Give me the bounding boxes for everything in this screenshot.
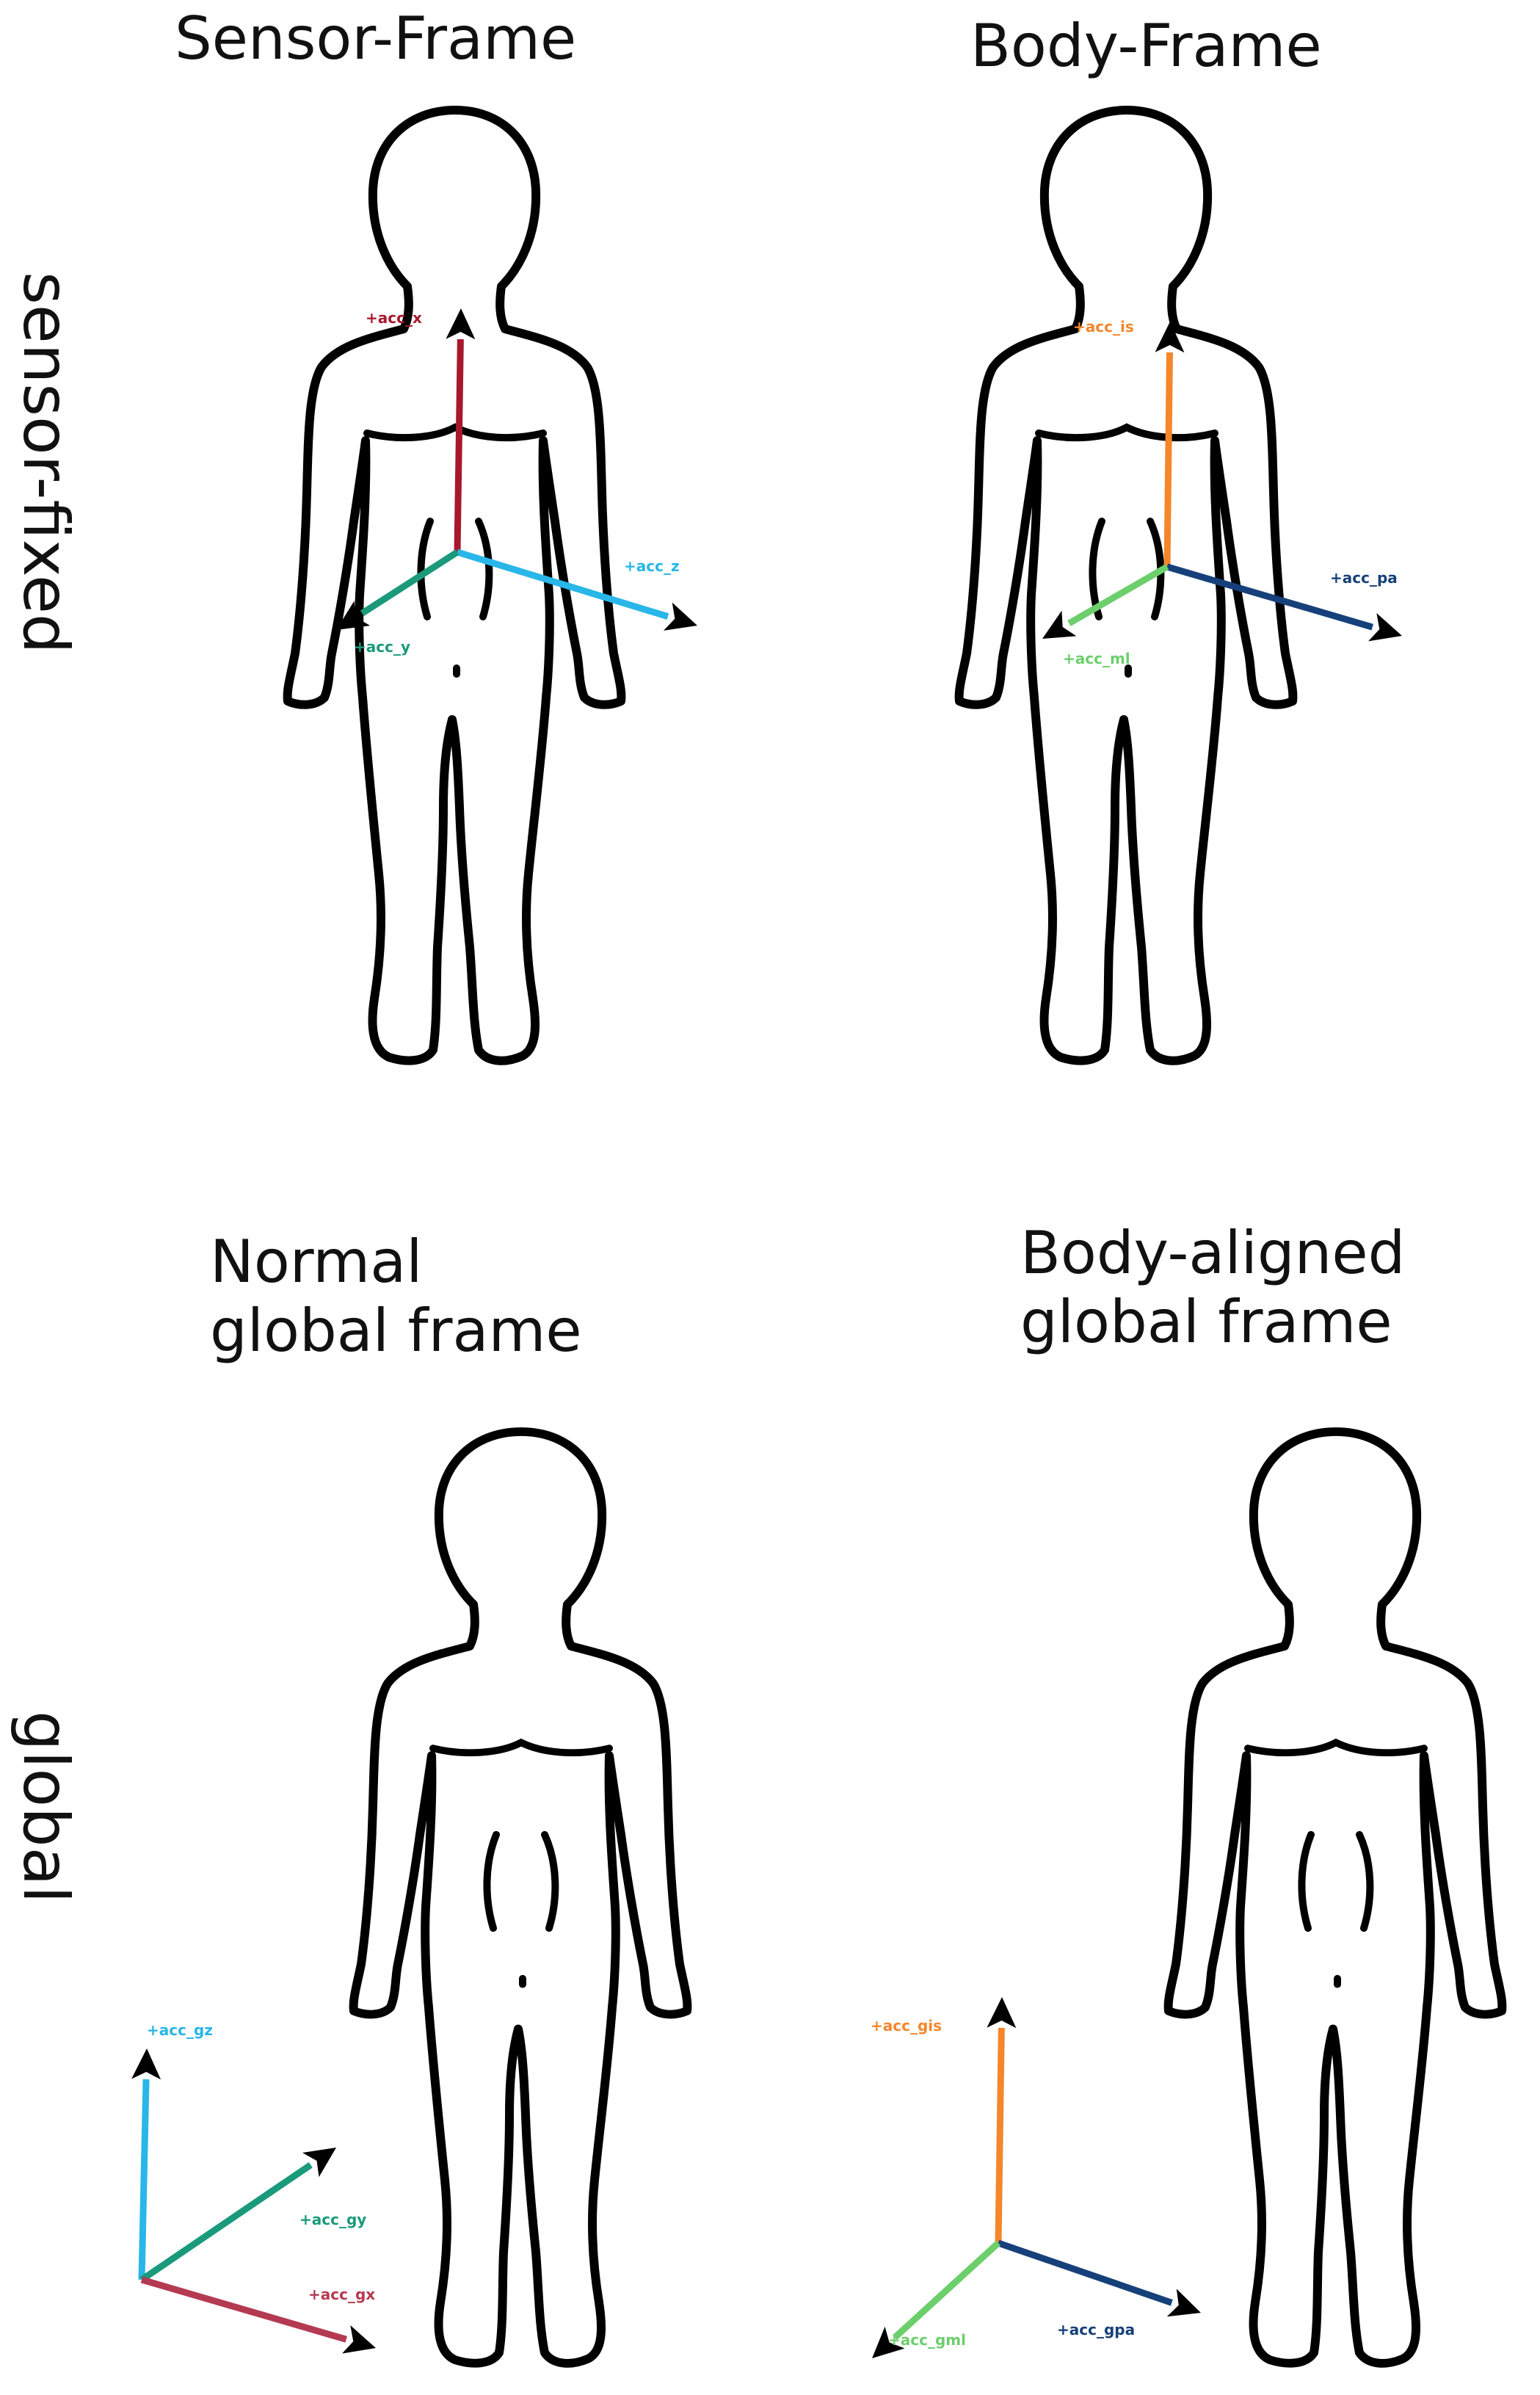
title-body-aligned-global-frame: Body-aligned global frame bbox=[1020, 1219, 1405, 1358]
title-sensor-frame: Sensor-Frame bbox=[175, 4, 577, 73]
human-silhouette-body bbox=[959, 110, 1293, 1061]
axis-acc-gml-label: +acc_gml bbox=[888, 2331, 966, 2349]
axis-acc-pa-arrow bbox=[1166, 563, 1402, 642]
axis-acc-gpa-arrow bbox=[997, 2239, 1201, 2317]
axis-acc-ml-label: +acc_ml bbox=[1063, 650, 1130, 667]
axis-acc-gy-label: +acc_gy bbox=[299, 2211, 366, 2228]
axis-acc-ml-arrow bbox=[1042, 564, 1169, 639]
title-normal-line1: Normal bbox=[210, 1228, 423, 1296]
title-body-aligned-line2: global frame bbox=[1020, 1288, 1392, 1357]
axis-acc-gpa-label: +acc_gpa bbox=[1057, 2321, 1135, 2338]
axis-acc-gis-arrow bbox=[987, 1997, 1017, 2244]
axis-acc-gx-label: +acc_gx bbox=[308, 2286, 375, 2303]
axis-acc-gis-label: +acc_gis bbox=[871, 2017, 942, 2035]
title-body-frame: Body-Frame bbox=[970, 12, 1322, 80]
human-silhouette-normal-global bbox=[354, 1432, 688, 2363]
axis-acc-x-label: +acc_x bbox=[366, 309, 422, 327]
axis-acc-gz-label: +acc_gz bbox=[147, 2021, 213, 2039]
title-normal-global-frame: Normal global frame bbox=[210, 1228, 582, 1366]
axis-acc-x-arrow bbox=[446, 308, 476, 553]
axis-acc-z-label: +acc_z bbox=[624, 557, 680, 575]
axis-acc-is-label: +acc_is bbox=[1073, 318, 1134, 336]
axis-acc-y-label: +acc_y bbox=[354, 638, 410, 656]
axis-acc-gy-arrow bbox=[139, 2148, 336, 2283]
title-normal-line2: global frame bbox=[210, 1297, 582, 1366]
axis-acc-is-arrow bbox=[1155, 322, 1185, 568]
axis-acc-y-arrow bbox=[336, 549, 460, 630]
axis-acc-gz-arrow bbox=[131, 2048, 161, 2280]
human-silhouette-body-aligned-global bbox=[1169, 1432, 1503, 2363]
axis-acc-gx-arrow bbox=[140, 2276, 376, 2354]
axes-layer: +acc_x +acc_z +acc_y +acc_is +acc_pa +acc_ml +… bbox=[131, 308, 1402, 2358]
axis-acc-pa-label: +acc_pa bbox=[1330, 569, 1398, 587]
axis-acc-z-arrow bbox=[456, 548, 697, 631]
axis-acc-gml-arrow bbox=[872, 2240, 1001, 2358]
title-body-aligned-line1: Body-aligned bbox=[1020, 1219, 1406, 1287]
